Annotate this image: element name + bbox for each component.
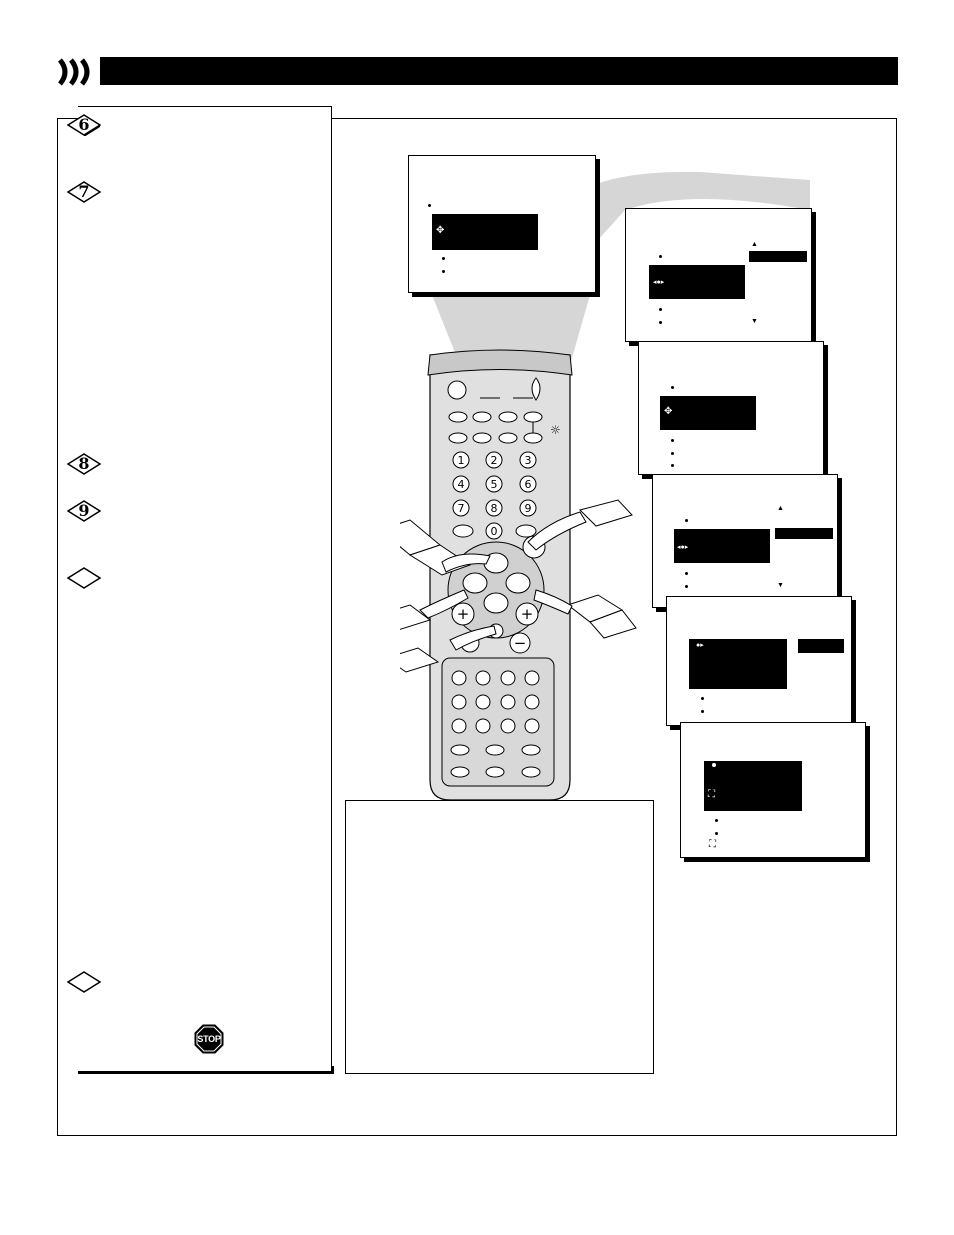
plus-key: + — [457, 605, 470, 623]
content-frame — [57, 118, 897, 1136]
value-box — [749, 251, 807, 262]
menu-highlight — [674, 529, 770, 563]
value-box — [775, 528, 833, 539]
svg-text:☼: ☼ — [550, 423, 561, 437]
step-number: 9 — [78, 501, 90, 520]
scroll-up-icon: ▲ — [751, 241, 758, 248]
menu-screen-6: ⛶ ⛶ — [680, 722, 866, 858]
step-number — [67, 971, 101, 993]
menu-highlight — [432, 214, 538, 250]
instruction-panel — [78, 106, 332, 1072]
move-cursor-icon: ✥ — [664, 406, 673, 417]
focus-frame-icon: ⛶ — [708, 789, 715, 800]
step-marker-9: 9 — [67, 500, 101, 522]
stop-sign-icon: STOP — [194, 1024, 224, 1054]
header-logo-icon — [56, 56, 100, 88]
header-bar — [100, 57, 898, 85]
number-key: 1 — [458, 454, 465, 467]
menu-bullet — [712, 763, 716, 767]
menu-screen-5: ●▸ — [666, 596, 852, 726]
step-marker-7: 7 — [67, 181, 101, 203]
scroll-down-icon: ▼ — [751, 318, 758, 325]
adjust-arrows-icon: ●▸ — [696, 642, 704, 649]
step-marker-11 — [67, 971, 101, 993]
scroll-down-icon: ▼ — [777, 582, 784, 589]
step-number: 8 — [78, 454, 90, 473]
menu-highlight — [689, 639, 787, 689]
minus-key: − — [514, 634, 527, 652]
number-key: 3 — [525, 454, 532, 467]
step-number — [67, 567, 101, 589]
step-number: 7 — [78, 182, 90, 201]
menu-highlight — [649, 265, 745, 299]
menu-screen-1: ✥ — [408, 155, 596, 293]
scroll-up-icon: ▲ — [777, 505, 784, 512]
step-number: 6 — [78, 115, 90, 134]
number-key: 7 — [458, 502, 465, 515]
number-key: 9 — [525, 502, 532, 515]
focus-frame-icon: ⛶ — [709, 839, 716, 850]
menu-screen-2: ◂●▸ ▲ ▼ — [625, 208, 812, 342]
plus-key: + — [521, 605, 534, 623]
number-key: 0 — [491, 525, 498, 538]
number-key: 4 — [458, 478, 465, 491]
adjust-arrows-icon: ◂●▸ — [677, 544, 689, 551]
menu-screen-3: ✥ — [638, 341, 824, 475]
number-key: 8 — [491, 502, 498, 515]
remote-illustration: ☼ 1 2 3 4 5 6 7 8 9 0 + + − — [400, 171, 810, 801]
number-key: 2 — [491, 454, 498, 467]
menu-screen-4: ◂●▸ ▲ ▼ — [652, 474, 838, 608]
adjust-arrows-icon: ◂●▸ — [653, 279, 665, 286]
move-cursor-icon: ✥ — [436, 225, 445, 236]
menu-highlight — [704, 761, 802, 811]
value-box — [798, 639, 844, 653]
step-marker-10 — [67, 567, 101, 589]
info-box — [345, 800, 654, 1074]
number-key: 5 — [491, 478, 498, 491]
step-marker-6: 6 — [67, 114, 101, 136]
stop-label: STOP — [197, 1034, 221, 1044]
number-key: 6 — [525, 478, 532, 491]
step-marker-8: 8 — [67, 453, 101, 475]
menu-highlight — [660, 396, 756, 430]
